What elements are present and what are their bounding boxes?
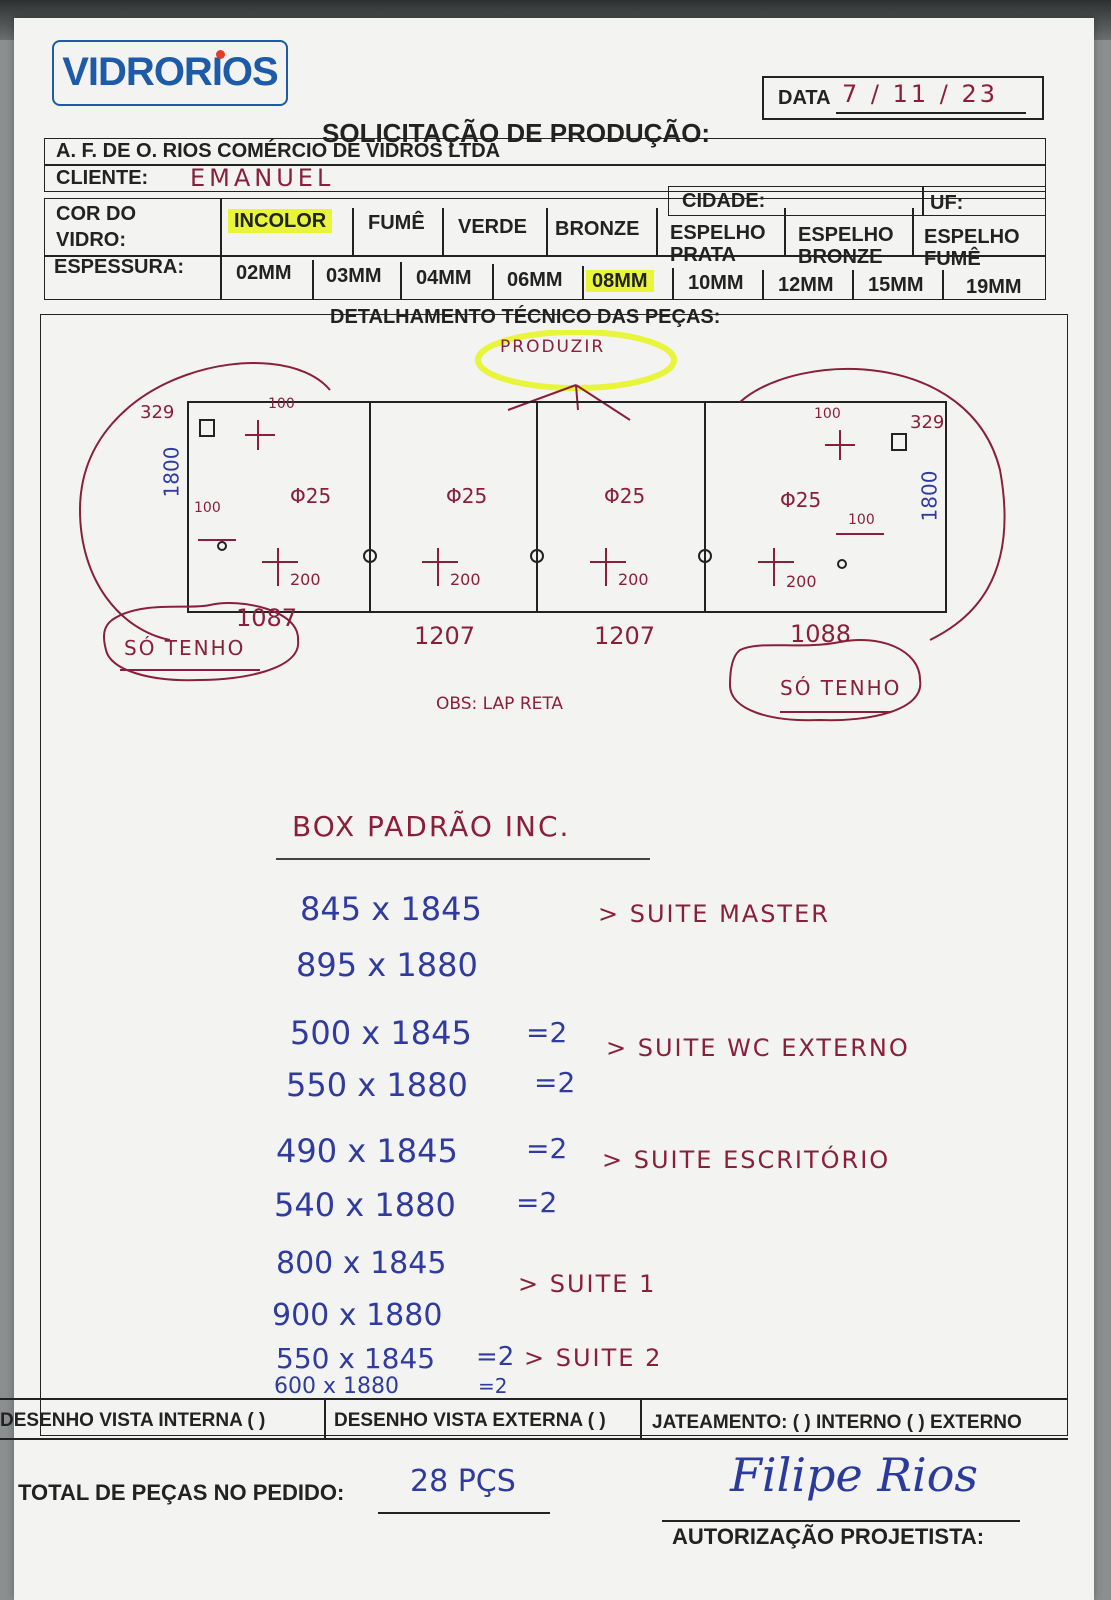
form-title: SOLICITAÇÃO DE PRODUÇÃO: — [322, 118, 711, 148]
brand-logo: VIDRORIOS — [52, 40, 288, 106]
thickness-19: 19MM — [966, 276, 1022, 298]
panel1-height: 1800 — [159, 446, 184, 498]
panel4-width: 1088 — [790, 620, 852, 648]
panel4-mark-329: 329 — [910, 412, 945, 433]
group-suite-2: > SUITE 2 — [524, 1344, 663, 1372]
city-label: CIDADE: — [682, 190, 766, 212]
panel1-hole: Φ25 — [290, 484, 332, 508]
panel1-mark-329: 329 — [140, 402, 175, 423]
list-row-10-qty: =2 — [478, 1374, 508, 1398]
list-row-5-qty: =2 — [526, 1132, 568, 1165]
list-row-1: 845 x 1845 — [300, 890, 482, 928]
form-sheet — [14, 18, 1094, 1600]
list-row-3-qty: =2 — [526, 1016, 568, 1049]
thickness-label: ESPESSURA: — [54, 256, 185, 278]
list-row-4: 550 x 1880 — [286, 1066, 468, 1104]
thickness-06: 06MM — [507, 269, 563, 291]
color-option-incolor: INCOLOR — [228, 209, 333, 233]
glass-color-row — [44, 198, 1046, 256]
list-row-7: 800 x 1845 — [276, 1246, 447, 1281]
date-box: DATA 7 / 11 / 23 — [762, 76, 1044, 120]
client-value: EMANUEL — [190, 164, 335, 192]
color-option-espelho-fume: ESPELHO FUMÊ — [924, 226, 1020, 270]
thickness-12: 12MM — [778, 274, 834, 296]
list-row-10: 600 x 1880 — [274, 1374, 399, 1399]
logo-text: VIDRORIOS — [62, 50, 278, 94]
panel1-mark-100b: 100 — [194, 500, 221, 516]
color-option-bronze: BRONZE — [555, 218, 640, 240]
date-label: DATA — [778, 87, 831, 109]
panel1-mark-100a: 100 — [268, 396, 295, 412]
panel2-hole: Φ25 — [446, 484, 488, 508]
sandblast-option: JATEAMENTO: ( ) INTERNO ( ) EXTERNO — [652, 1412, 1022, 1433]
list-row-6-qty: =2 — [516, 1186, 558, 1219]
group-suite-wc: > SUITE WC EXTERNO — [606, 1034, 910, 1062]
list-row-9-qty: =2 — [476, 1342, 515, 1372]
panel3-width: 1207 — [594, 622, 656, 650]
list-row-3: 500 x 1845 — [290, 1014, 472, 1052]
color-option-espelho-bronze: ESPELHO BRONZE — [798, 224, 894, 268]
color-option-fume: FUMÊ — [368, 212, 425, 234]
color-option-espelho-prata: ESPELHO PRATA — [670, 222, 766, 266]
glass-color-label-1: COR DO — [56, 203, 136, 225]
authorization-label: AUTORIZAÇÃO PROJETISTA: — [672, 1524, 985, 1549]
signature: Filipe Rios — [730, 1448, 978, 1502]
internal-view-option: DESENHO VISTA INTERNA ( ) — [0, 1410, 266, 1431]
technical-heading: DETALHAMENTO TÉCNICO DAS PEÇAS: — [330, 306, 721, 328]
thickness-03: 03MM — [326, 265, 382, 287]
panel-outline — [187, 401, 947, 613]
list-row-4-qty: =2 — [534, 1066, 576, 1099]
total-label: TOTAL DE PEÇAS NO PEDIDO: — [18, 1480, 345, 1505]
list-row-9: 550 x 1845 — [276, 1342, 436, 1375]
panel4-mark-200: 200 — [786, 572, 817, 591]
group-suite-1: > SUITE 1 — [518, 1270, 657, 1298]
panel1-width: 1087 — [236, 604, 298, 632]
thickness-row — [44, 256, 1046, 300]
panel2-mark-200: 200 — [450, 570, 481, 589]
list-row-6: 540 x 1880 — [274, 1186, 456, 1224]
panel4-mark-100b: 100 — [848, 512, 875, 528]
only-have-left: SÓ TENHO — [124, 636, 246, 660]
client-label: CLIENTE: — [56, 167, 149, 189]
thickness-10: 10MM — [688, 272, 744, 294]
panel3-hole: Φ25 — [604, 484, 646, 508]
panel4-hole: Φ25 — [780, 488, 822, 512]
panel4-mark-100a: 100 — [814, 406, 841, 422]
obs-note: OBS: LAP RETA — [436, 694, 564, 714]
group-suite-escritorio: > SUITE ESCRITÓRIO — [602, 1146, 891, 1174]
thickness-08: 08MM — [586, 270, 654, 292]
external-view-option: DESENHO VISTA EXTERNA ( ) — [334, 1410, 606, 1431]
panel2-width: 1207 — [414, 622, 476, 650]
technical-detail-box — [40, 314, 1068, 1436]
logo-dot — [216, 50, 225, 59]
panel1-mark-200: 200 — [290, 570, 321, 589]
panel4-height: 1800 — [917, 470, 942, 522]
panel3-mark-200: 200 — [618, 570, 649, 589]
list-row-5: 490 x 1845 — [276, 1132, 458, 1170]
company-name: A. F. DE O. RIOS COMÉRCIO DE VIDROS LTDA — [56, 140, 501, 162]
glass-panels-drawing — [78, 330, 1006, 722]
color-option-verde: VERDE — [458, 216, 527, 238]
list-heading: BOX PADRÃO INC. — [292, 810, 571, 843]
only-have-right: SÓ TENHO — [780, 676, 902, 700]
thickness-02: 02MM — [236, 262, 292, 284]
uf-label: UF: — [930, 192, 964, 214]
glass-color-label-2: VIDRO: — [56, 229, 126, 251]
thickness-04: 04MM — [416, 267, 472, 289]
list-row-2: 895 x 1880 — [296, 946, 478, 984]
total-value: 28 PÇS — [410, 1464, 516, 1499]
produzir-note: PRODUZIR — [500, 337, 606, 357]
thickness-15: 15MM — [868, 274, 924, 296]
list-row-8: 900 x 1880 — [272, 1298, 443, 1333]
group-suite-master: > SUITE MASTER — [598, 900, 830, 928]
date-value: 7 / 11 / 23 — [842, 80, 999, 108]
